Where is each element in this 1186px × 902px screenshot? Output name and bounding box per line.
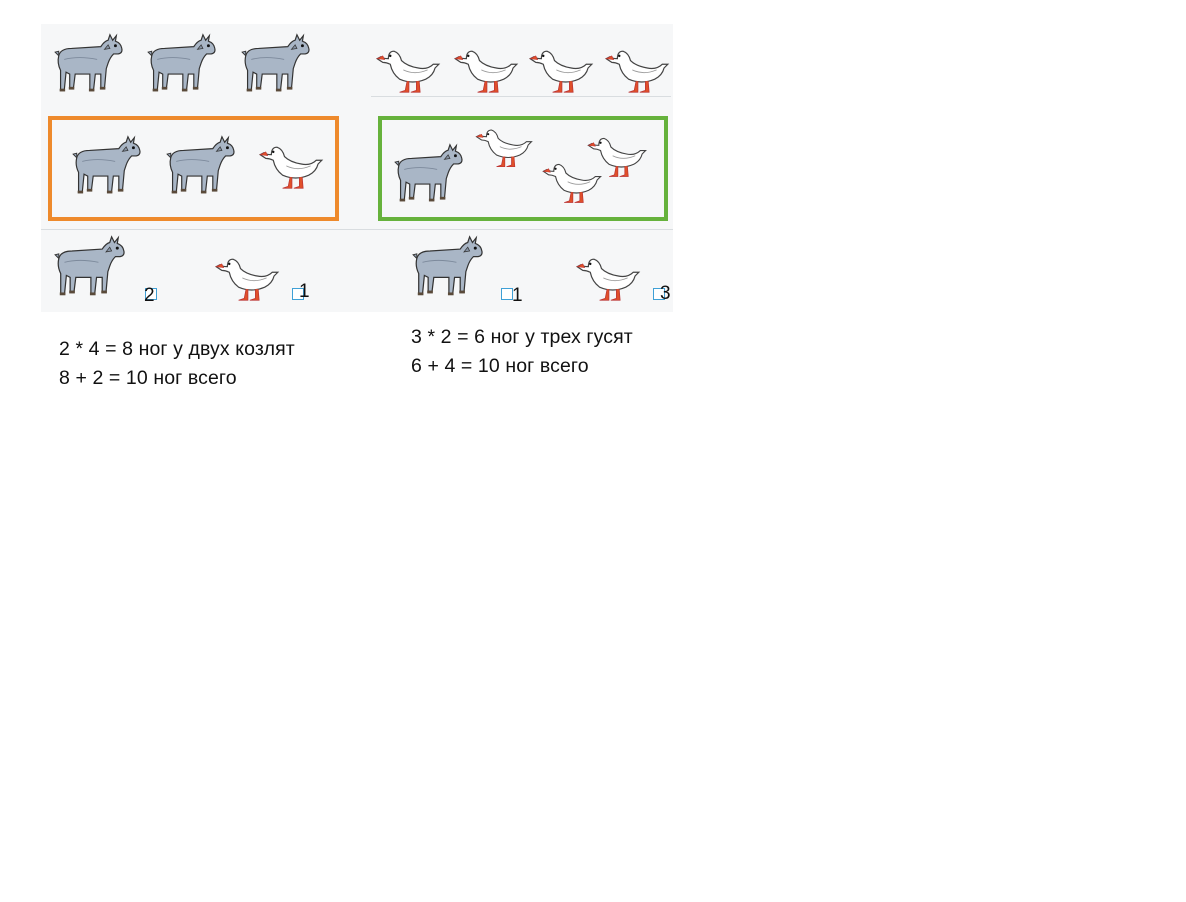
green-group-frame — [378, 116, 668, 221]
answer-box — [653, 288, 665, 300]
goat-illustration — [389, 142, 467, 206]
goose-illustration — [575, 248, 641, 304]
answer-box — [145, 288, 157, 300]
answer-number: 1 — [512, 285, 523, 306]
goat-illustration — [407, 234, 487, 300]
goat-illustration — [66, 134, 146, 198]
goat-illustration — [49, 234, 129, 300]
answer-box — [292, 288, 304, 300]
goose-illustration — [375, 40, 441, 96]
goose-illustration — [471, 120, 537, 170]
right-solution-line-2: 6 + 4 = 10 ног всего — [411, 355, 589, 377]
goose-illustration — [604, 40, 670, 96]
goose-illustration — [453, 40, 519, 96]
goose-illustration — [258, 136, 324, 192]
answer-number: 3 — [660, 283, 671, 304]
goose-illustration — [538, 154, 606, 206]
answer-number: 1 — [299, 281, 310, 302]
goat-illustration — [236, 32, 314, 96]
goat-illustration — [160, 134, 240, 198]
orange-group-frame — [48, 116, 339, 221]
answer-number: 2 — [144, 285, 155, 306]
goat-illustration — [49, 32, 127, 96]
goat-illustration — [142, 32, 220, 96]
background-line — [41, 229, 673, 230]
goose-illustration — [214, 248, 280, 304]
goose-illustration — [528, 40, 594, 96]
left-solution-line-2: 8 + 2 = 10 ног всего — [59, 367, 237, 389]
left-solution-line-1: 2 * 4 = 8 ног у двух козлят — [59, 338, 295, 360]
right-solution-line-1: 3 * 2 = 6 ног у трех гусят — [411, 326, 633, 348]
worksheet-image: 2 1 1 3 — [41, 24, 673, 312]
answer-box — [501, 288, 513, 300]
background-line — [371, 96, 671, 97]
